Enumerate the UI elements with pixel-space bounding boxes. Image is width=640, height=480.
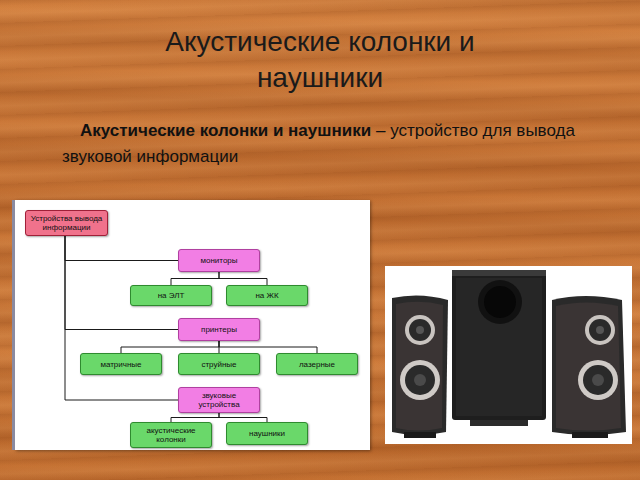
category-box: мониторы xyxy=(178,249,260,272)
box-label: матричные xyxy=(100,360,141,369)
tree-connector xyxy=(121,341,219,353)
tree-connector xyxy=(219,272,267,285)
category-box: звуковые устройства xyxy=(178,387,260,413)
category-box: принтеры xyxy=(178,318,260,341)
item-box: на ЖК xyxy=(226,285,308,306)
tree-connector xyxy=(65,236,178,400)
box-label: наушники xyxy=(249,429,285,438)
box-label: акустические колонки xyxy=(135,426,207,444)
box-label: принтеры xyxy=(201,325,237,334)
item-box: матричные xyxy=(80,353,162,375)
box-label: мониторы xyxy=(200,256,237,265)
box-label: на ЭЛТ xyxy=(158,291,185,300)
tree-connector xyxy=(65,236,178,330)
item-box: лазерные xyxy=(276,353,358,375)
definition-text: Акустические колонки и наушники– устройс… xyxy=(62,118,602,170)
box-label: струйные xyxy=(201,360,236,369)
slide-title: Акустические колонки и наушники xyxy=(110,24,530,96)
box-label: на ЖК xyxy=(255,291,278,300)
item-box: на ЭЛТ xyxy=(130,285,212,306)
root-box: Устройства вывода информации xyxy=(25,210,108,236)
box-label: Устройства вывода информации xyxy=(30,214,103,232)
tree-connector xyxy=(219,413,267,422)
item-box: акустические колонки xyxy=(130,422,212,448)
definition-term: Акустические колонки и наушники xyxy=(80,121,371,140)
item-box: струйные xyxy=(178,353,260,375)
tree-connector xyxy=(171,272,219,285)
tree-connector xyxy=(171,413,219,422)
tree-connector xyxy=(65,236,178,261)
item-box: наушники xyxy=(226,422,308,445)
box-label: звуковые устройства xyxy=(183,391,255,409)
box-label: лазерные xyxy=(299,360,335,369)
tree-connector xyxy=(219,341,317,353)
